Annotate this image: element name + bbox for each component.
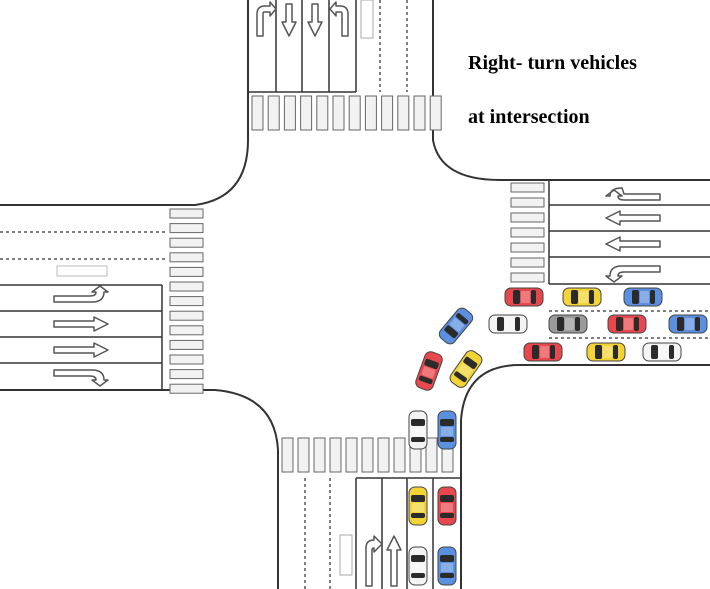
crosswalk-south-stripe	[297, 437, 310, 473]
lane-arrow-icon	[53, 316, 109, 332]
car-icon	[449, 350, 483, 388]
crosswalk-north-stripe	[300, 95, 313, 131]
crosswalk-east-stripe	[510, 212, 545, 223]
crosswalk-north-stripe	[251, 95, 264, 131]
car-icon	[562, 287, 602, 307]
crosswalk-north-stripe	[397, 95, 410, 131]
crosswalk-south-stripe	[313, 437, 326, 473]
lane-arrows	[53, 1, 661, 587]
crosswalk-west-stripe	[169, 223, 204, 234]
crosswalk-north-stripe	[381, 95, 394, 131]
car-icon	[623, 287, 663, 307]
crosswalk-north-stripe	[413, 95, 426, 131]
crosswalk-west-stripe	[169, 252, 204, 263]
crosswalk-north-stripe	[267, 95, 280, 131]
lane-arrow-icon	[329, 1, 349, 37]
crosswalk-east	[510, 182, 545, 283]
lane-arrow-icon	[605, 265, 661, 283]
crosswalk-east-stripe	[510, 257, 545, 268]
lane-arrow-icon	[386, 535, 402, 587]
crosswalk-north-stripe	[364, 95, 377, 131]
north-approach	[248, 0, 408, 93]
lane-arrow-icon	[53, 342, 109, 358]
crosswalk-north-stripe	[429, 95, 442, 131]
crosswalk-east-stripe	[510, 272, 545, 283]
car-icon	[437, 486, 457, 526]
crosswalk-east-stripe	[510, 197, 545, 208]
car-icon	[437, 546, 457, 586]
crosswalk-west-stripe	[169, 296, 204, 307]
car-icon	[668, 314, 708, 334]
crosswalk-south-stripe	[329, 437, 342, 473]
crosswalk-south-stripe	[345, 437, 358, 473]
car-icon	[504, 287, 544, 307]
crosswalk-west	[169, 208, 204, 394]
crosswalk-east-stripe	[510, 182, 545, 193]
west-approach	[0, 231, 168, 390]
crosswalk-west-stripe	[169, 208, 204, 219]
lane-arrow-icon	[605, 236, 661, 252]
crosswalk-north	[251, 95, 442, 131]
car-icon	[438, 307, 474, 345]
car-icon	[437, 410, 457, 450]
car-icon	[488, 314, 528, 334]
crosswalk-south-stripe	[361, 437, 374, 473]
car-icon	[408, 410, 428, 450]
crosswalk-north-stripe	[283, 95, 296, 131]
crosswalk-east-stripe	[510, 227, 545, 238]
crosswalk-south-stripe	[393, 437, 406, 473]
lane-arrow-icon	[281, 3, 297, 37]
car-icon	[523, 342, 563, 362]
lane-arrow-icon	[53, 369, 109, 387]
lane-arrow-icon	[53, 285, 109, 303]
crosswalk-south	[281, 437, 454, 473]
crosswalk-south-stripe	[425, 437, 438, 473]
lane-arrow-icon	[605, 210, 661, 226]
lane-arrow-icon	[307, 3, 323, 37]
crosswalk-west-stripe	[169, 369, 204, 380]
crosswalk-north-stripe	[316, 95, 329, 131]
crosswalk-west-stripe	[169, 383, 204, 394]
car-icon	[408, 546, 428, 586]
car-icon	[548, 314, 588, 334]
crosswalk-north-stripe	[332, 95, 345, 131]
caption-line-1: Right- turn vehicles	[468, 52, 637, 74]
lane-arrow-icon	[605, 187, 661, 201]
vehicles	[408, 287, 708, 586]
crosswalk-west-stripe	[169, 354, 204, 365]
lane-arrow-icon	[365, 535, 383, 587]
crosswalk-south-stripe	[377, 437, 390, 473]
crosswalk-west-stripe	[169, 281, 204, 292]
crosswalk-west-stripe	[169, 310, 204, 321]
crosswalk-west-stripe	[169, 339, 204, 350]
caption-line-2: at intersection	[468, 106, 590, 128]
car-icon	[607, 314, 647, 334]
south-approach	[304, 477, 461, 589]
crosswalk-west-stripe	[169, 237, 204, 248]
crosswalk-west-stripe	[169, 325, 204, 336]
car-icon	[642, 342, 682, 362]
crosswalk-east-stripe	[510, 242, 545, 253]
car-icon	[586, 342, 626, 362]
crosswalk-north-stripe	[348, 95, 361, 131]
crosswalk-south-stripe	[281, 437, 294, 473]
car-icon	[415, 351, 443, 391]
crosswalk-west-stripe	[169, 266, 204, 277]
lane-arrow-icon	[256, 1, 277, 37]
east-approach	[548, 180, 710, 339]
car-icon	[408, 486, 428, 526]
